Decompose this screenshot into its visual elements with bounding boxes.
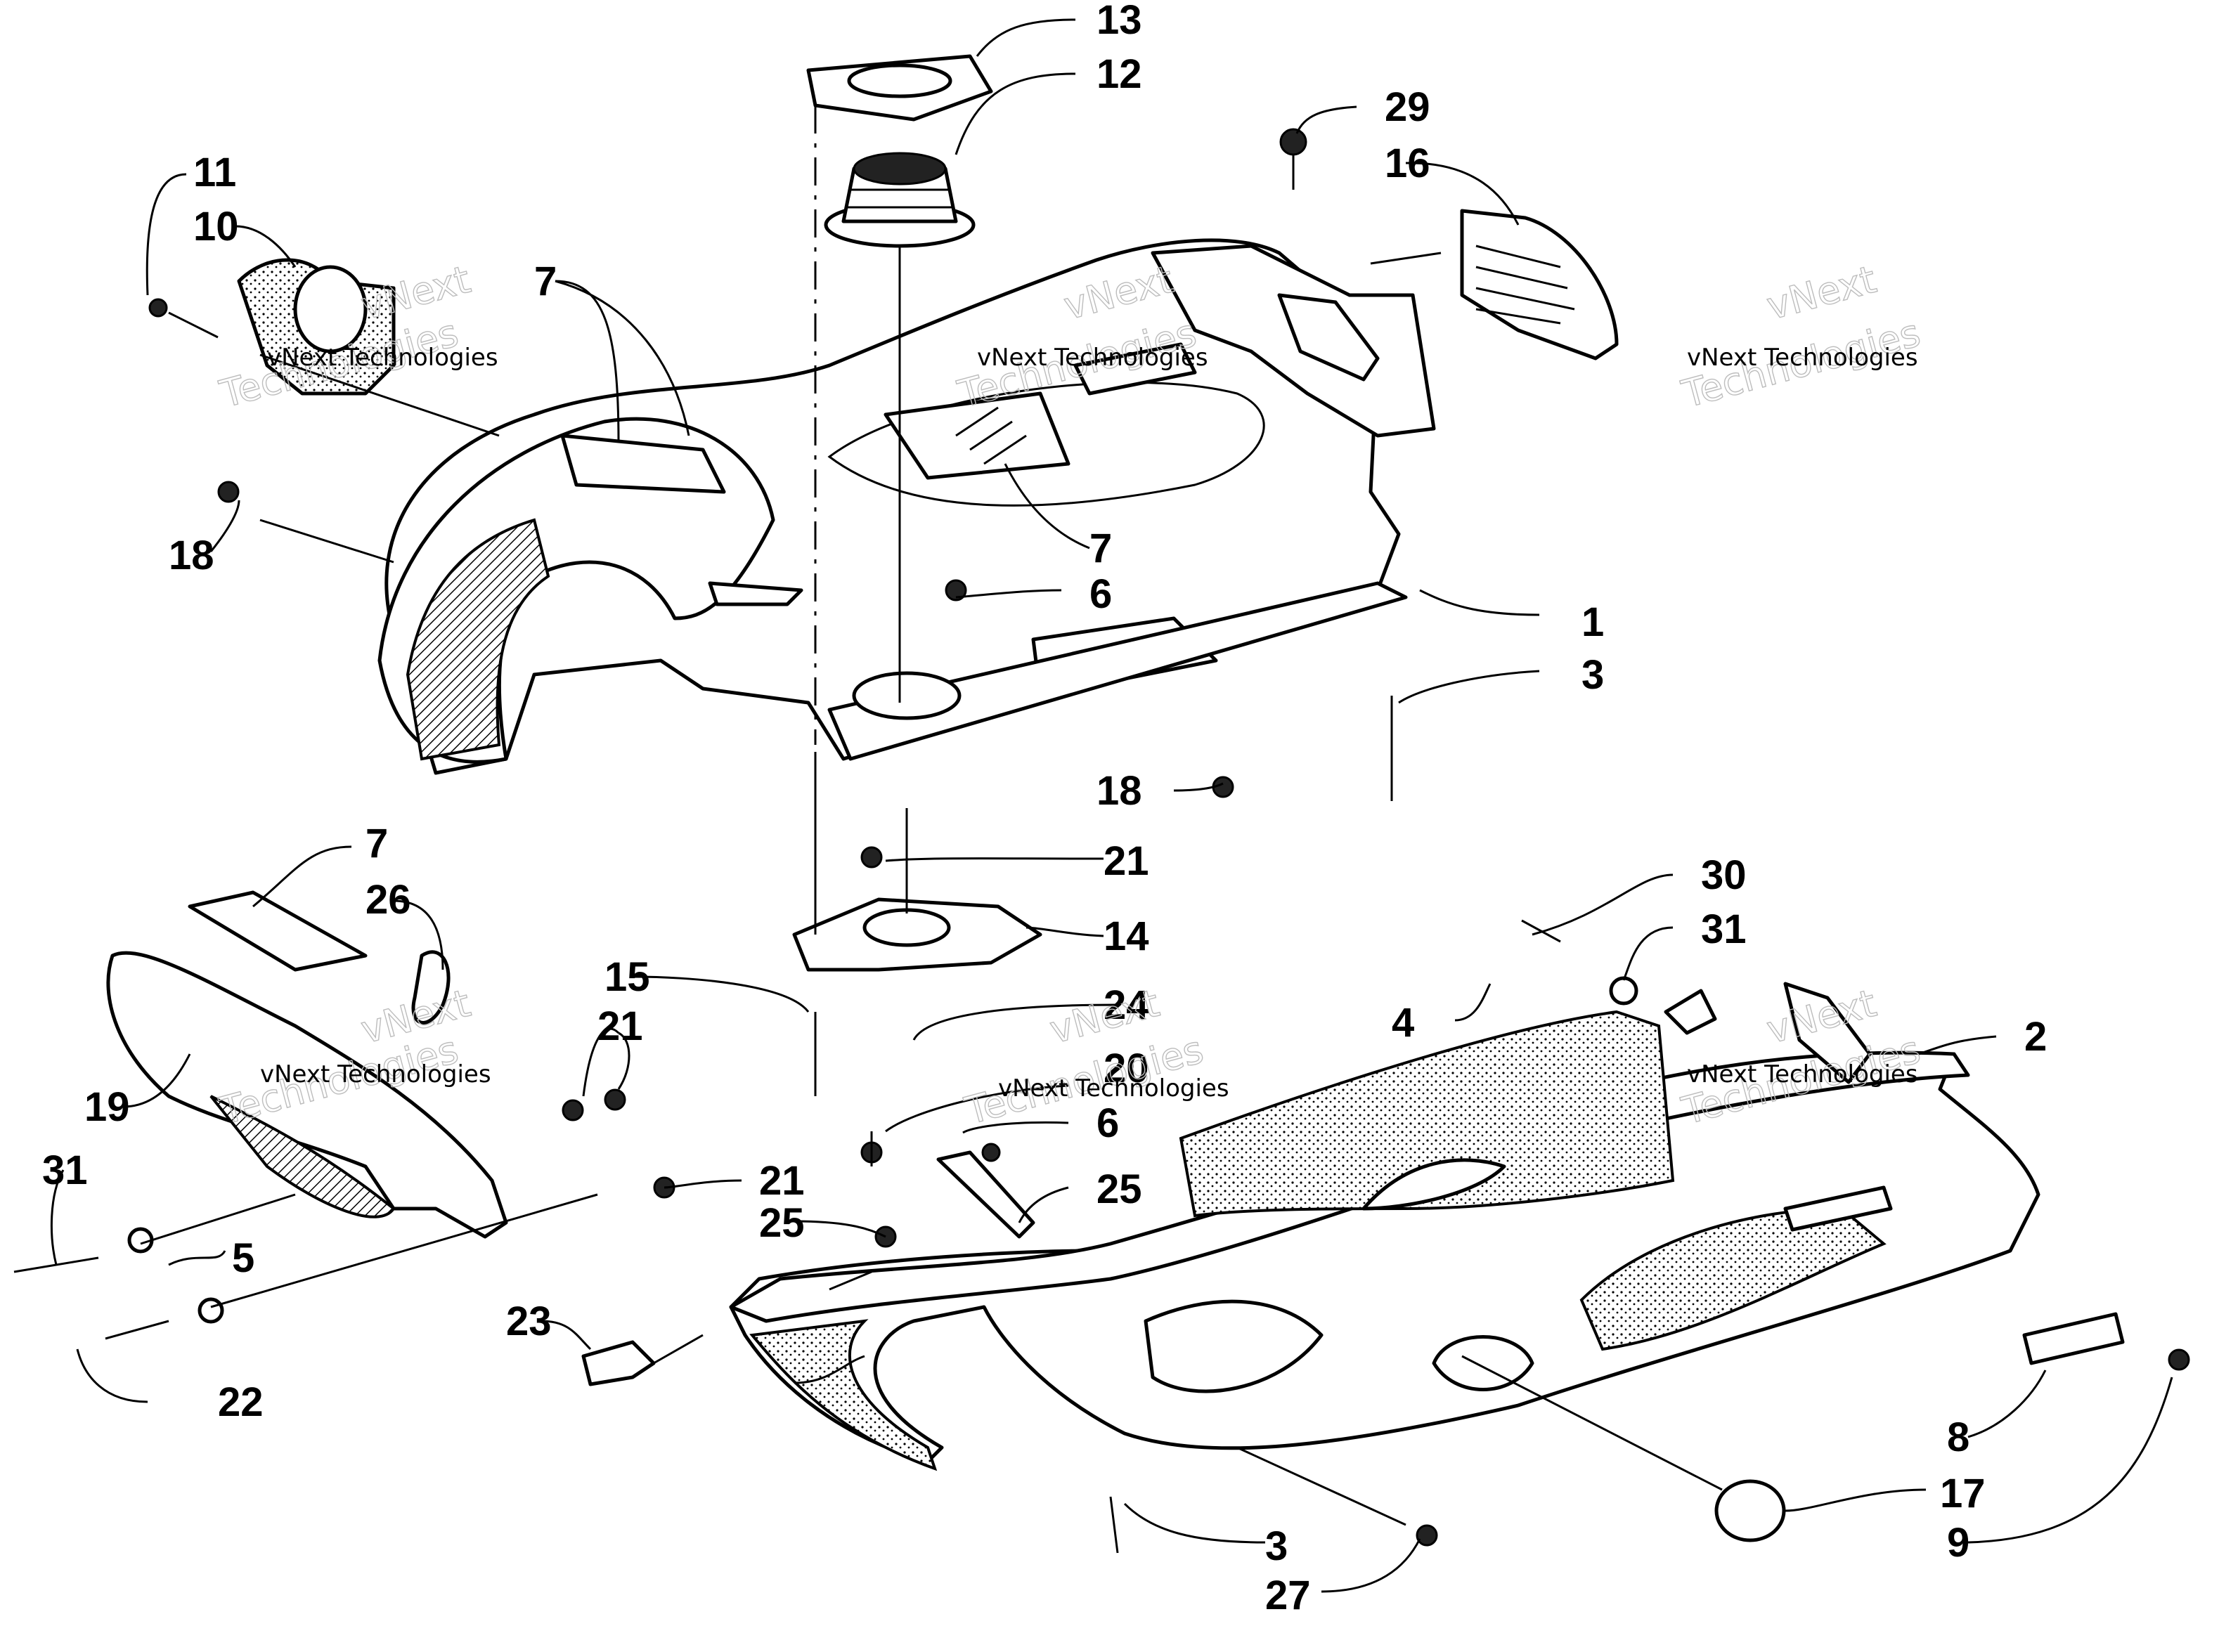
svg-text:vNext Technologies: vNext Technologies xyxy=(1687,1060,1918,1088)
callout-4: 4 xyxy=(1392,1000,1414,1046)
callout-22: 22 xyxy=(218,1379,264,1425)
callout-26: 26 xyxy=(365,877,411,923)
svg-text:vNext Technologies: vNext Technologies xyxy=(267,344,498,372)
callout-7-left: 7 xyxy=(365,821,388,866)
callout-23: 24 xyxy=(1104,982,1149,1028)
strap xyxy=(411,950,451,1025)
callout-18-left: 18 xyxy=(169,533,214,578)
callout-30: 25 xyxy=(1096,1166,1142,1212)
callout-20: 20 xyxy=(1104,1046,1149,1091)
upper-body-pan xyxy=(377,238,1436,775)
svg-text:vNext: vNext xyxy=(1762,257,1881,329)
svg-text:vNext Technologies: vNext Technologies xyxy=(998,1074,1229,1103)
callout-21-a: 21 xyxy=(1104,838,1149,884)
callout-21-c: 21 xyxy=(759,1158,805,1204)
callout-3-upper: 3 xyxy=(1581,652,1604,698)
washer-29 xyxy=(1609,976,1638,1006)
callout-28: 30 xyxy=(1701,852,1747,898)
strap-bracket xyxy=(936,1150,1035,1239)
callout-1: 1 xyxy=(1581,599,1604,645)
nut-plate xyxy=(1664,989,1717,1035)
callout-14: 13 xyxy=(1096,0,1142,43)
callout-6-lower: 6 xyxy=(1096,1100,1119,1146)
svg-text:vNext Technologies: vNext Technologies xyxy=(977,344,1208,372)
callout-21-b: 21 xyxy=(597,1003,643,1049)
callout-15: 15 xyxy=(604,954,650,1000)
callout-13: 12 xyxy=(1096,51,1142,97)
callout-7-panel: 7 xyxy=(1089,526,1112,571)
front-bumper xyxy=(106,951,508,1239)
vent-grille xyxy=(1460,209,1619,360)
callout-2: 2 xyxy=(2024,1014,2047,1060)
reflector xyxy=(2022,1312,2125,1365)
callout-31: 31 xyxy=(42,1147,88,1193)
callout-6-upper: 6 xyxy=(1089,571,1112,617)
callout-25-upper: 25 xyxy=(759,1200,805,1246)
callout-29: 31 xyxy=(1701,906,1747,952)
callout-8: 8 xyxy=(1947,1414,1969,1460)
callout-10: 10 xyxy=(193,204,239,249)
callout-12: 14 xyxy=(1104,913,1149,959)
callout-27: 29 xyxy=(1385,84,1430,130)
callout-25-lower: 27 xyxy=(1265,1573,1311,1618)
clip xyxy=(581,1340,656,1386)
callout-24: 23 xyxy=(506,1299,552,1344)
callout-17: 17 xyxy=(1940,1471,1986,1516)
hole-plug xyxy=(1714,1479,1786,1542)
callout-11: 11 xyxy=(193,150,236,195)
callout-16: 16 xyxy=(1385,141,1430,186)
callout-18-center: 18 xyxy=(1096,768,1142,814)
callout-labels: 13 12 29 16 11 10 7 18 7 6 1 3 18 7 21 2… xyxy=(42,0,2047,1618)
callout-5: 5 xyxy=(232,1235,254,1281)
leader-lines xyxy=(50,18,2173,1593)
callout-3-lower: 3 xyxy=(1265,1523,1288,1569)
filler-boot xyxy=(824,152,976,248)
svg-text:vNext Technologies: vNext Technologies xyxy=(260,1060,491,1088)
decal-sheet xyxy=(188,890,368,972)
callout-7-top: 7 xyxy=(534,259,557,304)
svg-text:vNext Technologies: vNext Technologies xyxy=(1687,344,1918,372)
callout-9: 9 xyxy=(1947,1520,1969,1566)
foam-pad xyxy=(1179,1010,1675,1218)
svg-text:vNext: vNext xyxy=(356,257,475,329)
callout-19: 19 xyxy=(84,1084,130,1130)
